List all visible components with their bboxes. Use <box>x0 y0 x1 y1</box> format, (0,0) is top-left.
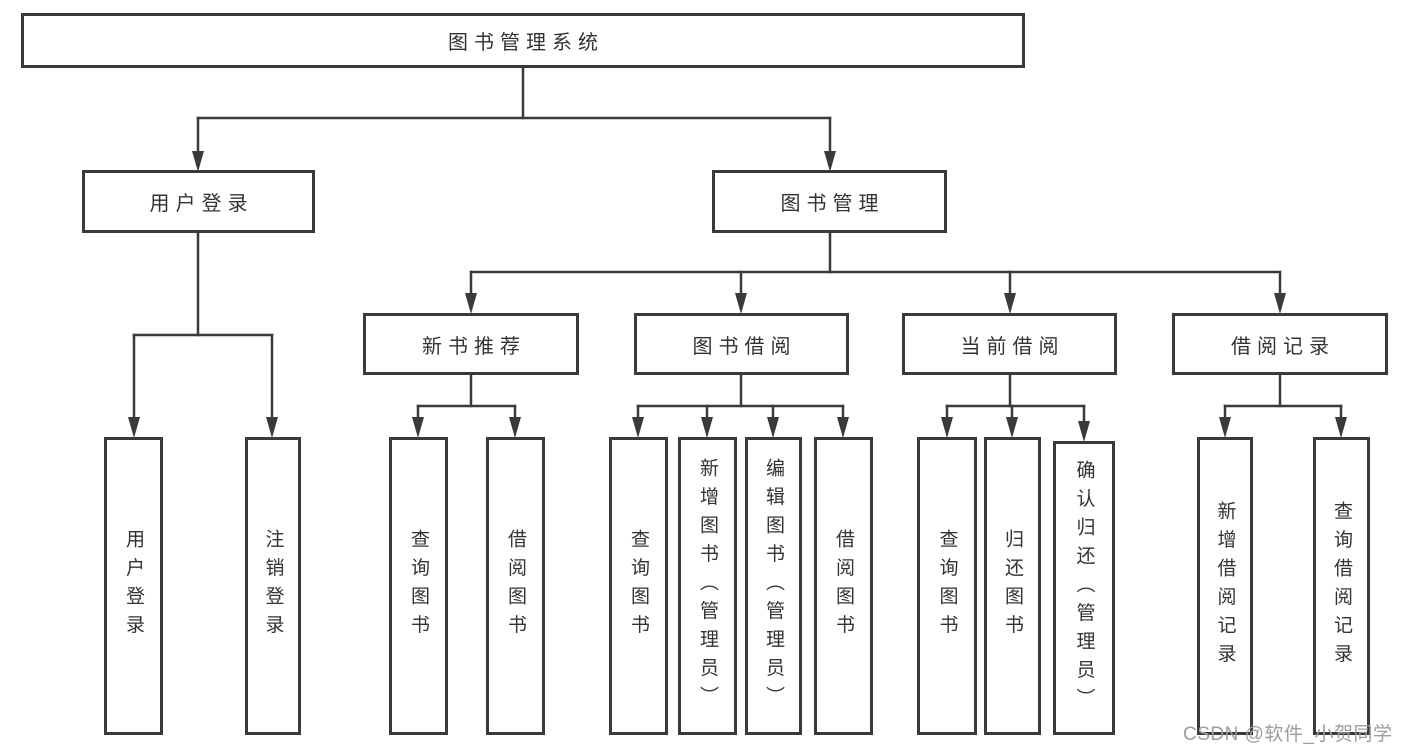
node-book-borrow-label: 图书借阅 <box>692 335 797 358</box>
leaf-edit-books-admin: 编辑图书（管理员） <box>745 437 802 735</box>
connector-book-borrow-to-leaves <box>632 373 849 438</box>
leaf-confirm-return-admin-label: 确认归还（管理员） <box>1073 459 1095 717</box>
leaf-add-borrow-record-label: 新增借阅记录 <box>1214 500 1236 672</box>
node-user-login: 用户登录 <box>82 170 315 233</box>
leaf-return-books-label: 归还图书 <box>1002 529 1023 643</box>
connector-current-borrow-to-leaves <box>941 373 1090 442</box>
node-root: 图书管理系统 <box>21 13 1025 68</box>
node-book-borrow: 图书借阅 <box>634 313 849 375</box>
leaf-newbook-borrow-books-label: 借阅图书 <box>505 529 526 643</box>
node-new-book-recommend: 新书推荐 <box>363 313 579 375</box>
node-book-management: 图书管理 <box>712 170 947 233</box>
connector-book-mgmt-to-level3 <box>465 231 1286 314</box>
leaf-current-query-books: 查询图书 <box>917 437 977 735</box>
node-root-label: 图书管理系统 <box>448 32 604 54</box>
node-current-borrow-label: 当前借阅 <box>960 335 1065 358</box>
node-borrow-records-label: 借阅记录 <box>1231 335 1335 358</box>
leaf-newbook-borrow-books: 借阅图书 <box>486 437 545 735</box>
leaf-borrow-books: 借阅图书 <box>814 437 873 735</box>
node-borrow-records: 借阅记录 <box>1172 313 1388 375</box>
leaf-borrow-query-books: 查询图书 <box>609 437 668 735</box>
leaf-add-books-admin: 新增图书（管理员） <box>678 437 737 735</box>
leaf-current-query-books-label: 查询图书 <box>936 529 958 643</box>
leaf-newbook-query-books: 查询图书 <box>389 437 448 735</box>
leaf-add-borrow-record: 新增借阅记录 <box>1197 437 1253 735</box>
node-book-management-label: 图书管理 <box>780 193 885 215</box>
leaf-query-borrow-record-label: 查询借阅记录 <box>1331 500 1352 672</box>
leaf-return-books: 归还图书 <box>984 437 1041 735</box>
leaf-edit-books-admin-label: 编辑图书（管理员） <box>763 457 784 715</box>
leaf-confirm-return-admin: 确认归还（管理员） <box>1053 441 1115 735</box>
leaf-query-borrow-record: 查询借阅记录 <box>1313 437 1370 735</box>
leaf-borrow-query-books-label: 查询图书 <box>628 529 649 643</box>
leaf-borrow-books-label: 借阅图书 <box>833 529 854 643</box>
node-current-borrow: 当前借阅 <box>902 313 1117 375</box>
connector-root-to-level2 <box>192 66 836 172</box>
leaf-newbook-query-books-label: 查询图书 <box>408 529 429 643</box>
csdn-watermark: CSDN @软件_小贺同学 <box>1183 724 1393 745</box>
connector-new-books-to-leaves <box>412 373 521 438</box>
leaf-logout: 注销登录 <box>245 437 301 735</box>
leaf-add-books-admin-label: 新增图书（管理员） <box>697 457 718 715</box>
connector-user-login-to-leaves <box>128 231 278 438</box>
leaf-user-login: 用户登录 <box>104 437 163 735</box>
leaf-user-login-label: 用户登录 <box>123 529 144 643</box>
node-new-book-recommend-label: 新书推荐 <box>422 335 526 358</box>
connector-borrow-records-to-leaves <box>1219 373 1347 438</box>
node-user-login-label: 用户登录 <box>149 193 254 215</box>
leaf-logout-label: 注销登录 <box>262 529 284 643</box>
